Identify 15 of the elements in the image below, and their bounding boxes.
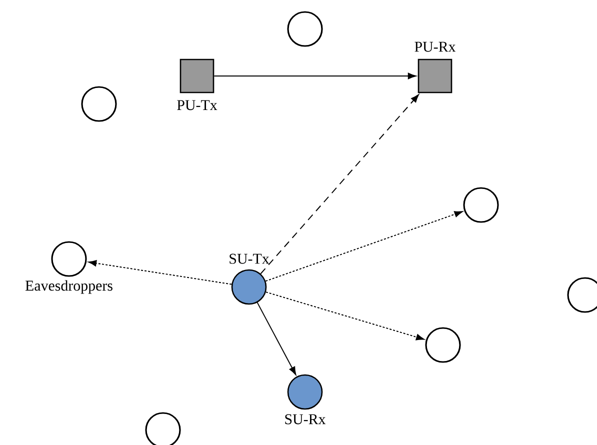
node-label: Eavesdroppers [25,280,112,294]
node-circle [463,187,499,223]
arrow [265,292,424,340]
arrow [256,302,296,375]
arrow [88,260,232,285]
arrow [265,211,463,282]
node-label: PU-Tx [177,100,218,110]
node-circle [425,327,461,363]
node-label: PU-Rx [414,42,456,52]
node-label: SU-Tx [230,254,270,264]
node-circle [287,11,323,47]
node-label: SU-Rx [285,414,326,424]
arrow [260,94,419,274]
node-circle [81,86,117,122]
arrow [214,72,416,80]
